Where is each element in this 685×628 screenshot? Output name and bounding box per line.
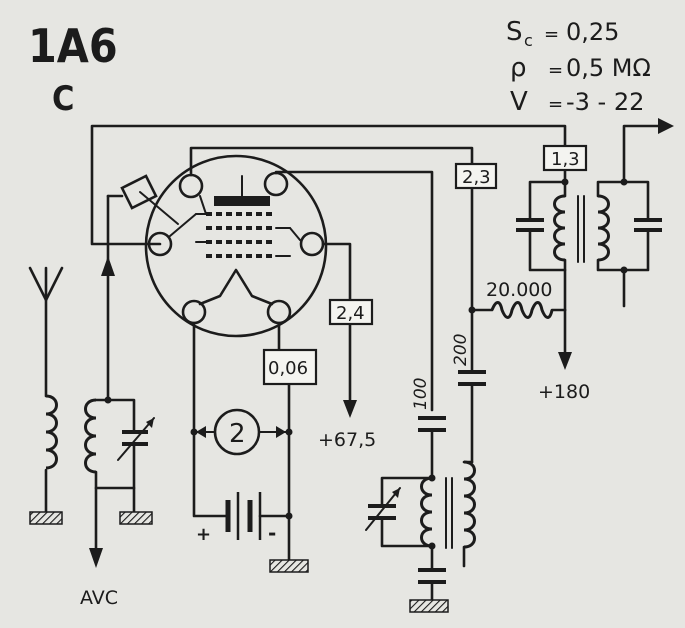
tube-pin [263, 171, 289, 197]
grid-coil [84, 396, 136, 568]
voltage-180: +180 [538, 381, 590, 403]
battery-plus: + [196, 524, 211, 545]
cap200-label: 200 [451, 334, 471, 366]
svg-text:=: = [548, 94, 563, 115]
antenna [28, 266, 64, 514]
avc-label: AVC [80, 587, 118, 609]
antenna-coil [45, 394, 58, 470]
tube-variant: C [52, 79, 74, 119]
pin-box-24: 2,4 [328, 298, 374, 326]
svg-text:-3 - 22: -3 - 22 [566, 88, 644, 116]
svg-text:0,25: 0,25 [566, 18, 619, 46]
svg-text:0,5 MΩ: 0,5 MΩ [566, 54, 651, 82]
svg-text:2,4: 2,4 [336, 303, 365, 324]
tuning-capacitor-left [117, 417, 155, 514]
pin-box-23: 2,3 [454, 162, 498, 190]
resistor-label: 20.000 [486, 279, 552, 301]
resistor-20000 [468, 301, 572, 370]
if-transformer [516, 118, 674, 312]
spec-v: V = -3 - 22 [510, 87, 644, 117]
pin-box-13: 1,3 [542, 144, 588, 172]
svg-text:V: V [510, 87, 528, 117]
tube-plate [214, 196, 270, 206]
svg-text:1,3: 1,3 [551, 149, 580, 170]
tube-filament [198, 268, 274, 306]
ground-symbol [269, 559, 309, 573]
tube-pin [178, 173, 204, 199]
pin-box-006: 0,06 [262, 348, 318, 386]
spec-rho: ρ = 0,5 MΩ [510, 53, 651, 83]
oscillator-coils [365, 428, 476, 602]
ground-symbol [119, 511, 153, 525]
svg-text:=: = [544, 24, 559, 45]
meter-2 [193, 408, 290, 456]
svg-text:S: S [506, 17, 523, 47]
svg-text:0,06: 0,06 [268, 358, 308, 379]
ground-symbol [409, 599, 449, 613]
svg-text:=: = [548, 60, 563, 81]
spec-sc: S c = 0,25 [506, 17, 619, 50]
cap100-label: 100 [411, 378, 431, 410]
grid-cap [106, 174, 179, 225]
svg-text:ρ: ρ [510, 53, 527, 83]
filament-battery [225, 492, 262, 540]
svg-text:c: c [524, 31, 533, 50]
svg-text:2,3: 2,3 [462, 167, 491, 188]
voltage-67-5: +67,5 [318, 429, 376, 451]
ground-symbol [29, 511, 63, 525]
capacitor-200 [458, 370, 486, 386]
meter-label: 2 [229, 419, 246, 449]
tube-pin [299, 231, 325, 257]
tube-envelope [144, 154, 328, 338]
tube-type: 1A6 [28, 19, 118, 73]
battery-minus: - [268, 521, 276, 545]
